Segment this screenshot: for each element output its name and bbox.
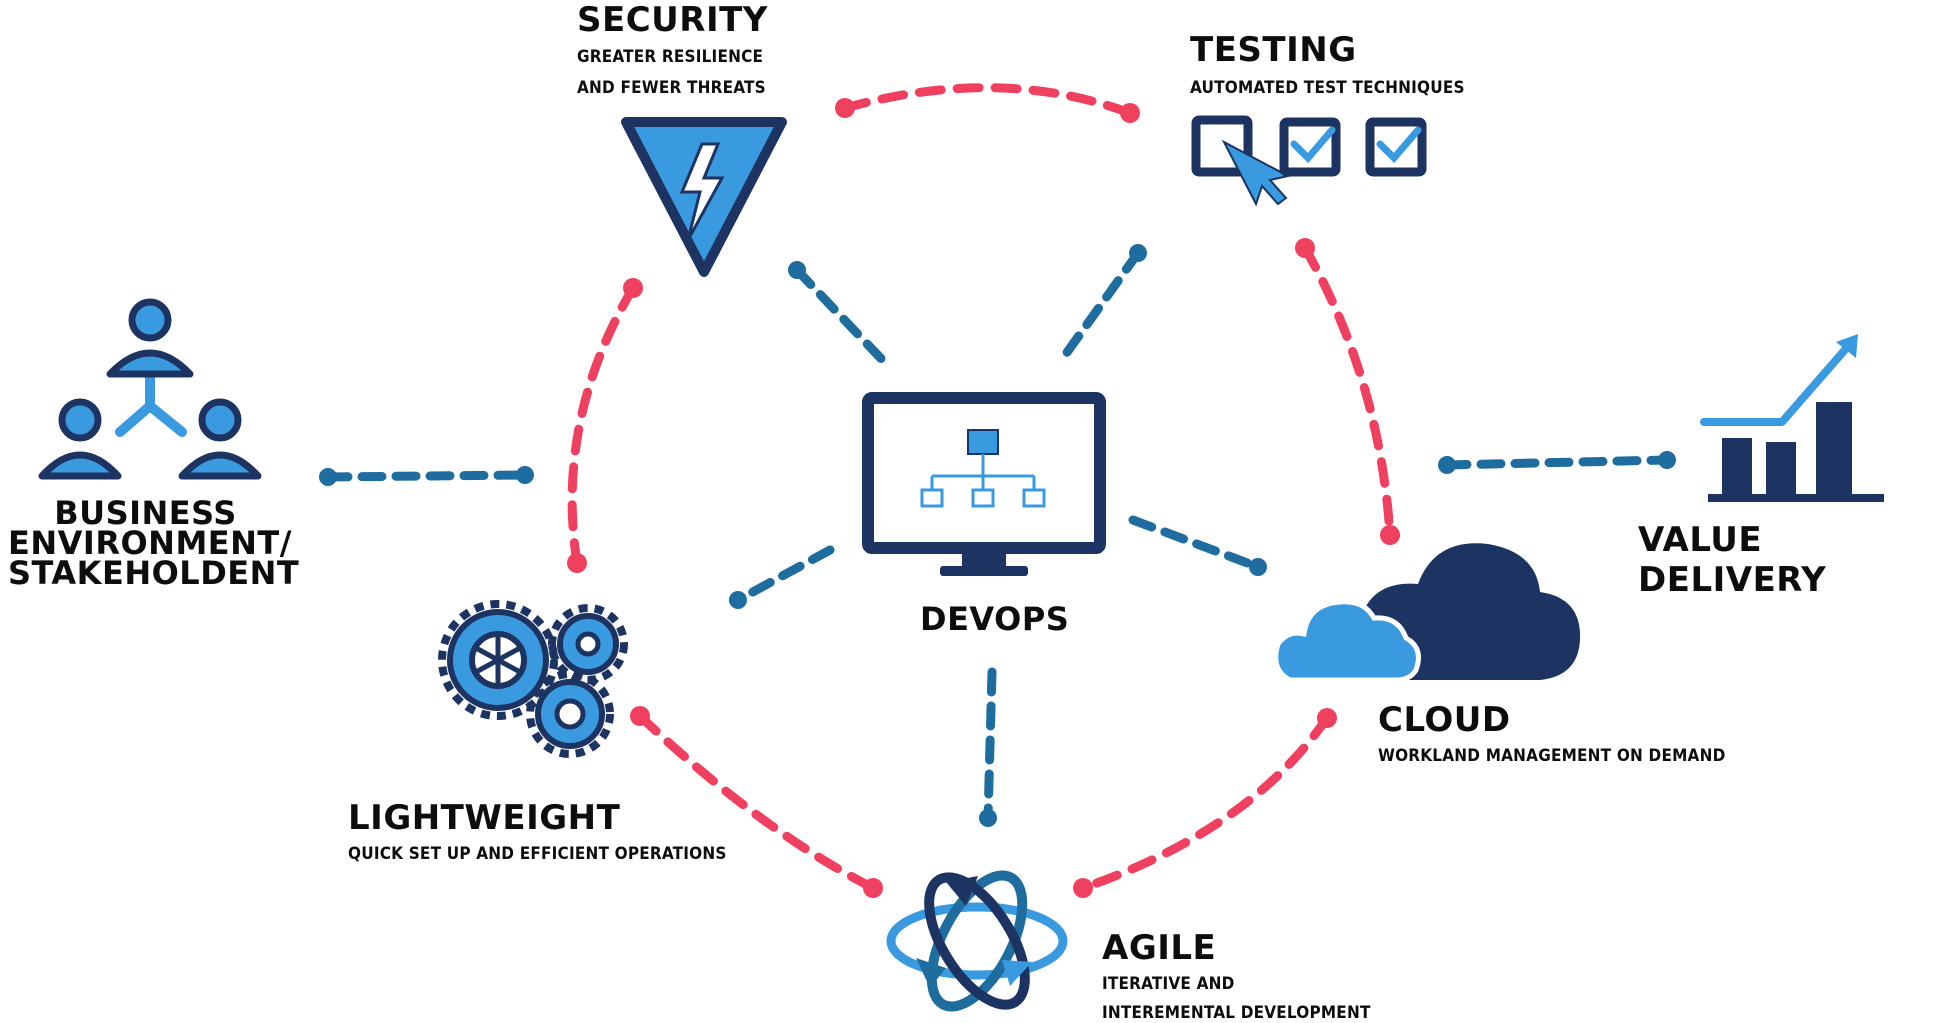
stakeholders-people-icon (38, 298, 262, 480)
security-desc-line-2: AND FEWER THREATS (577, 78, 766, 98)
blue-connector-center-agile (983, 667, 997, 823)
lightweight-title: LIGHTWEIGHT (348, 798, 621, 838)
growth-bar-chart-icon (1700, 334, 1884, 502)
monitor-network-icon (862, 392, 1106, 576)
blue-connector-center-cloud (1128, 515, 1263, 572)
red-connector-security-testing (840, 83, 1135, 118)
security-desc-line-1: GREATER RESILIENCE (577, 47, 764, 67)
agile-title: AGILE (1102, 928, 1217, 968)
gears-icon (438, 600, 628, 758)
devops-title: DEVOPS (920, 600, 1070, 638)
blue-connector-center-lightweight (733, 545, 835, 605)
testing-desc: AUTOMATED TEST TECHNIQUES (1190, 78, 1465, 98)
checkboxes-icon (1191, 115, 1427, 207)
red-connector-lightweight-agile (635, 711, 878, 893)
agile-desc-line-2: INTEREMENTAL DEVELOPMENT (1102, 1003, 1371, 1023)
blue-connector-center-security (792, 265, 895, 373)
cloud-desc: WORKLAND MANAGEMENT ON DEMAND (1378, 746, 1726, 766)
business-label-line-1: BUSINESS (54, 494, 237, 532)
lightweight-desc: QUICK SET UP AND EFFICIENT OPERATIONS (348, 844, 727, 864)
shield-lightning-icon (621, 117, 787, 277)
red-connector-cloud-agile (1078, 713, 1332, 893)
testing-title: TESTING (1190, 30, 1357, 70)
agile-desc-line-1: ITERATIVE AND (1102, 974, 1235, 994)
red-connector-testing-cloud (1300, 243, 1395, 540)
blue-connector-cloud-value (1442, 455, 1672, 470)
cloud-icon (1273, 543, 1581, 683)
business-label-line-2: ENVIRONMENT/ (8, 524, 292, 562)
blue-connector-business-ring (323, 470, 530, 482)
security-title: SECURITY (577, 0, 768, 40)
blue-connector-center-testing (1058, 248, 1143, 363)
cloud-title: CLOUD (1378, 700, 1511, 740)
business-label: BUSINESS ENVIRONMENT/ STAKEHOLDENT (8, 494, 300, 592)
business-label-line-3: STAKEHOLDENT (8, 554, 300, 592)
red-connector-security-lightweight (567, 283, 638, 568)
agile-cycle-icon (886, 870, 1068, 1012)
value-delivery-title: VALUE DELIVERY (1638, 520, 1827, 600)
